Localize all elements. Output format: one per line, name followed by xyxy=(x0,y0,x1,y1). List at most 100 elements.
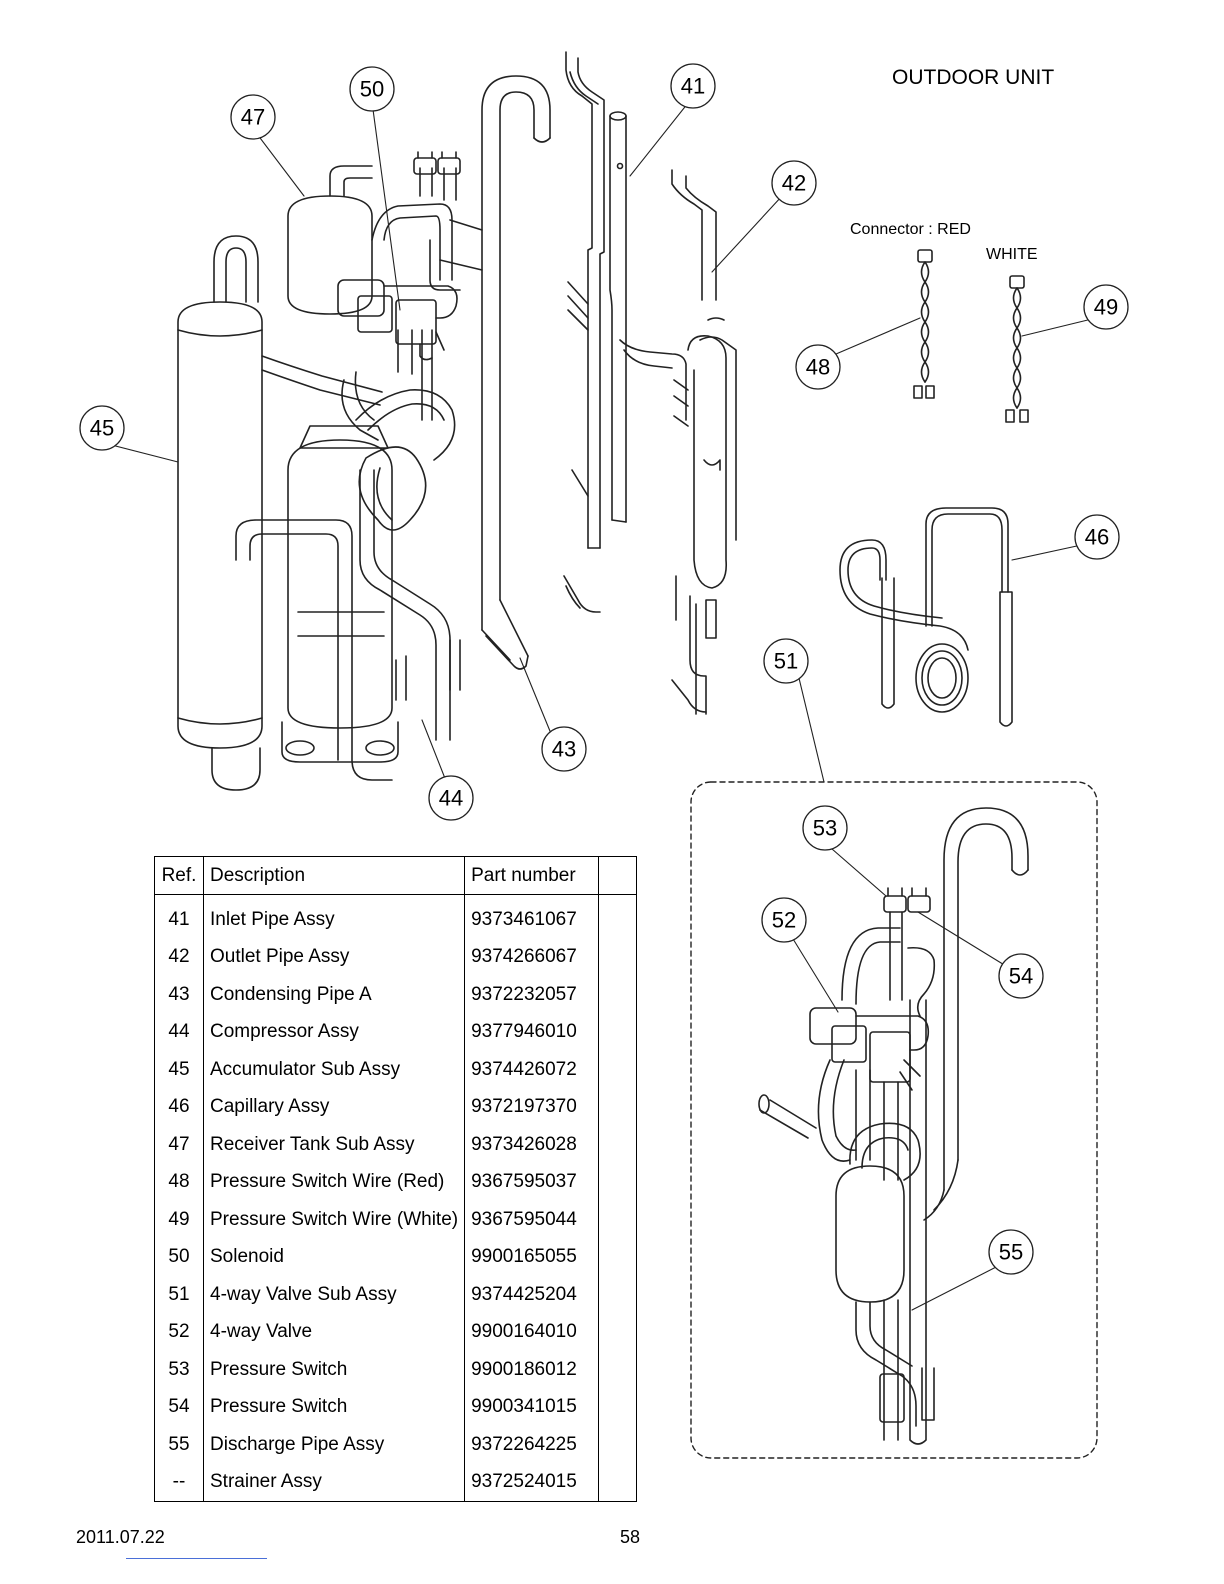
connector-white-label: WHITE xyxy=(986,246,1038,263)
cell-part-number: 9900341015 xyxy=(464,1388,600,1426)
cell-ref: 54 xyxy=(154,1388,204,1426)
cell-description: Pressure Switch xyxy=(202,1351,466,1389)
cell-ref: -- xyxy=(154,1463,204,1502)
cell-part-number: 9900165055 xyxy=(464,1238,600,1276)
cell-ref: 53 xyxy=(154,1351,204,1389)
cell-description: Outlet Pipe Assy xyxy=(202,938,466,976)
cell-description: Capillary Assy xyxy=(202,1088,466,1126)
cell-ref: 49 xyxy=(154,1201,204,1239)
cell-description: 4-way Valve xyxy=(202,1313,466,1351)
solenoid-drawing xyxy=(337,279,458,361)
inlet-pipe-drawing xyxy=(563,51,627,613)
page-number: 58 xyxy=(620,1527,641,1547)
cell-part-number: 9900164010 xyxy=(464,1313,600,1351)
cell-extra xyxy=(598,1051,638,1089)
callout-numbers: 50 47 41 42 49 48 45 46 51 43 44 53 52 5… xyxy=(90,74,1118,1265)
cell-extra xyxy=(598,1201,638,1239)
cell-part-number: 9374426072 xyxy=(464,1051,600,1089)
header-part-number: Part number xyxy=(464,856,600,895)
cell-extra xyxy=(598,938,638,976)
cell-extra xyxy=(598,1388,638,1426)
cell-part-number: 9372264225 xyxy=(464,1426,600,1464)
cell-ref: 50 xyxy=(154,1238,204,1276)
cell-part-number: 9373461067 xyxy=(464,894,600,939)
callout-51: 51 xyxy=(774,649,798,674)
cell-extra xyxy=(598,1088,638,1126)
header-extra xyxy=(598,856,638,895)
callout-48: 48 xyxy=(806,355,830,380)
cell-ref: 47 xyxy=(154,1126,204,1164)
callout-45: 45 xyxy=(90,416,114,441)
callout-44: 44 xyxy=(439,786,463,811)
cell-description: Strainer Assy xyxy=(202,1463,466,1502)
cell-extra xyxy=(598,976,638,1014)
cell-description: Condensing Pipe A xyxy=(202,976,466,1014)
callout-52: 52 xyxy=(772,908,796,933)
cell-description: Accumulator Sub Assy xyxy=(202,1051,466,1089)
callout-53: 53 xyxy=(813,816,837,841)
cell-extra xyxy=(598,1426,638,1464)
connector-red-label: Connector : RED xyxy=(850,221,971,238)
valve-subassy-frame xyxy=(690,781,1098,1459)
cell-description: 4-way Valve Sub Assy xyxy=(202,1276,466,1314)
header-description: Description xyxy=(202,856,466,895)
callout-47: 47 xyxy=(241,105,265,130)
cell-ref: 51 xyxy=(154,1276,204,1314)
cell-extra xyxy=(598,1276,638,1314)
accumulator-drawing xyxy=(177,235,263,791)
capillary-drawing xyxy=(839,507,1013,727)
callout-circles xyxy=(79,63,1129,1275)
footer-date: 2011.07.22 xyxy=(76,1527,165,1547)
page-title: OUTDOOR UNIT xyxy=(892,66,1055,89)
condensing-pipe-drawing xyxy=(439,75,551,670)
cell-ref: 41 xyxy=(154,894,204,939)
cell-ref: 44 xyxy=(154,1013,204,1051)
cell-part-number: 9377946010 xyxy=(464,1013,600,1051)
cell-description: Receiver Tank Sub Assy xyxy=(202,1126,466,1164)
receiver-tank-drawing xyxy=(287,165,373,315)
cell-part-number: 9900186012 xyxy=(464,1351,600,1389)
cell-extra xyxy=(598,1238,638,1276)
cell-ref: 43 xyxy=(154,976,204,1014)
cell-ref: 52 xyxy=(154,1313,204,1351)
callout-46: 46 xyxy=(1085,525,1109,550)
compressor-drawing xyxy=(281,425,461,763)
wire-white-drawing xyxy=(1005,275,1029,423)
callout-42: 42 xyxy=(782,171,806,196)
outlet-pipe-drawing xyxy=(619,169,737,715)
cell-description: Solenoid xyxy=(202,1238,466,1276)
cell-extra xyxy=(598,1013,638,1051)
cell-description: Pressure Switch Wire (White) xyxy=(202,1201,466,1239)
parts-table-header: Ref. Description Part number xyxy=(154,856,638,895)
footer-link-underline xyxy=(126,1558,267,1559)
callout-41: 41 xyxy=(681,74,705,99)
header-ref: Ref. xyxy=(154,856,204,895)
callout-55: 55 xyxy=(999,1240,1023,1265)
cell-ref: 46 xyxy=(154,1088,204,1126)
cell-part-number: 9367595037 xyxy=(464,1163,600,1201)
cell-extra xyxy=(598,1463,638,1502)
cell-part-number: 9367595044 xyxy=(464,1201,600,1239)
cell-ref: 48 xyxy=(154,1163,204,1201)
cell-part-number: 9374425204 xyxy=(464,1276,600,1314)
valve-subassy-drawing xyxy=(758,807,1029,1445)
callout-43: 43 xyxy=(552,737,576,762)
cell-description: Pressure Switch Wire (Red) xyxy=(202,1163,466,1201)
main-piping-drawing xyxy=(235,151,461,781)
leader-lines xyxy=(91,97,1097,1311)
